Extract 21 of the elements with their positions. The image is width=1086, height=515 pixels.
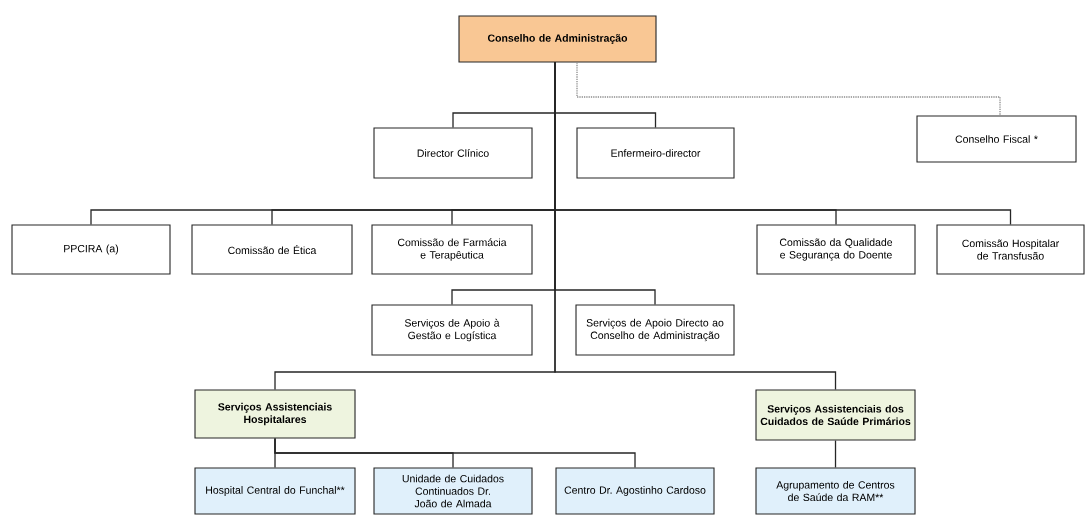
org-box: Enfermeiro-director [576, 127, 735, 179]
org-box: Comissão de Farmácia e Terapêutica [371, 224, 533, 275]
unit-box: Hospital Central do Funchal** [194, 467, 356, 515]
org-box: Conselho Fiscal * [916, 115, 1077, 163]
connector-line [274, 437, 636, 469]
org-box: Comissão da Qualidade e Segurança do Doente [756, 224, 916, 275]
connector-line [554, 61, 837, 391]
org-box: Director Clínico [373, 127, 533, 179]
org-box: Comissão Hospitalar de Transfusão [936, 224, 1085, 275]
department-box: Serviços Assistenciais dos Cuidados de Saúde Primários [755, 389, 916, 441]
connector-line [834, 439, 837, 469]
unit-box: Agrupamento de Centros de Saúde da RAM** [755, 467, 916, 515]
department-box: Serviços Assistenciais Hospitalares [194, 389, 356, 439]
org-box: Serviços de Apoio Directo ao Conselho de Administração [575, 304, 735, 356]
board-box: Conselho de Administração [458, 15, 657, 63]
org-box: Serviços de Apoio à Gestão e Logística [371, 304, 533, 356]
unit-box: Centro Dr. Agostinho Cardoso [555, 467, 715, 515]
org-box: Comissão de Ética [191, 224, 353, 275]
connector-line [576, 61, 1001, 117]
unit-box: Unidade de Cuidados Continuados Dr. João de Almada [373, 467, 533, 515]
org-box: PPCIRA (a) [11, 224, 171, 275]
